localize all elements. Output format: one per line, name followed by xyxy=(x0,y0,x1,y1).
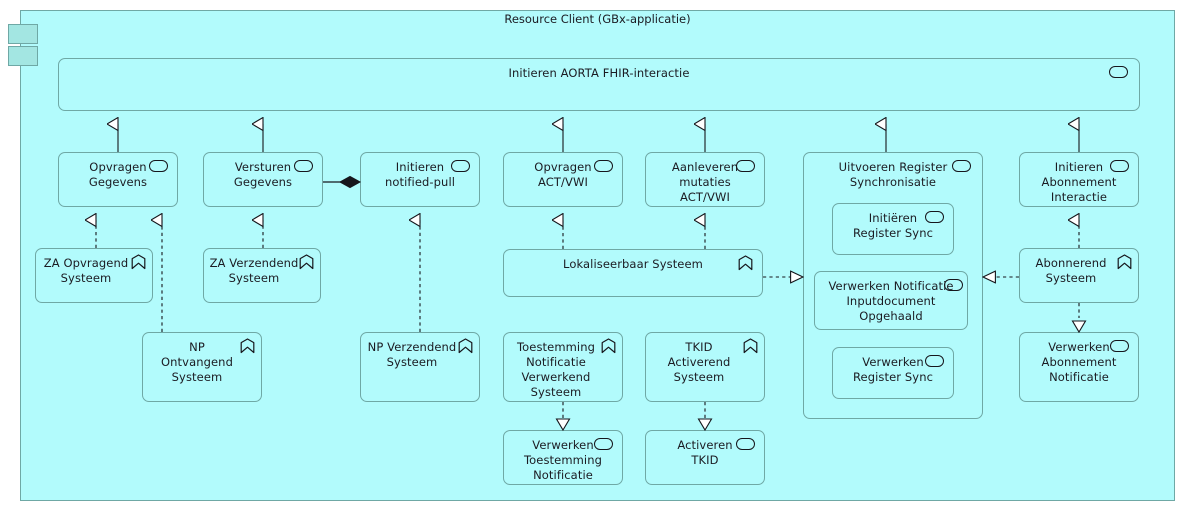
interface-np-ontvangend-systeem[interactable]: NP Ontvangend Systeem xyxy=(142,332,262,402)
service-icon xyxy=(925,355,944,367)
service-verwerken-notificatie-inputdocument-opgehaald[interactable]: Verwerken Notificatie Inputdocument Opge… xyxy=(814,271,968,330)
service-label: Activeren TKID xyxy=(677,438,733,467)
interface-label: Toestemming Notificatie Verwerkend Syste… xyxy=(516,340,596,399)
service-label: Verwerken Abonnement Notificatie xyxy=(1041,340,1117,384)
interface-np-verzendend-systeem[interactable]: NP Verzendend Systeem xyxy=(360,332,480,402)
service-label: Verwerken Register Sync xyxy=(852,355,934,384)
interface-icon xyxy=(299,254,314,270)
composition-versturen-gegevens-initieren-notified-pull xyxy=(323,175,362,189)
assignment-arrowheads-down xyxy=(555,320,1087,432)
service-opvragen-gegevens[interactable]: Opvragen Gegevens xyxy=(58,152,178,207)
interface-toestemming-notificatie-verwerkend-systeem[interactable]: Toestemming Notificatie Verwerkend Syste… xyxy=(503,332,623,402)
service-icon xyxy=(736,160,755,172)
service-aanleveren-mutaties-act-vwi[interactable]: Aanleveren mutaties ACT/VWI xyxy=(645,152,765,207)
service-icon xyxy=(1110,160,1129,172)
service-icon xyxy=(451,160,470,172)
service-label: Verwerken Toestemming Notificatie xyxy=(523,438,603,482)
generalization-group-to-aorta xyxy=(118,124,1080,152)
service-label: Opvragen ACT/VWI xyxy=(534,160,592,189)
service-label: Aanleveren mutaties ACT/VWI xyxy=(671,160,739,204)
component-tab-lower xyxy=(8,46,38,66)
interface-lokaliseerbaar-systeem[interactable]: Lokaliseerbaar Systeem xyxy=(503,249,763,297)
interface-label: Lokaliseerbaar Systeem xyxy=(563,257,703,271)
service-icon xyxy=(594,160,613,172)
interface-za-verzendend-systeem[interactable]: ZA Verzendend Systeem xyxy=(203,248,321,303)
service-icon xyxy=(1110,340,1129,352)
interface-icon xyxy=(458,338,473,354)
service-icon xyxy=(736,438,755,450)
interface-icon xyxy=(601,338,616,354)
service-icon xyxy=(944,279,963,291)
service-initieren-register-sync[interactable]: Initiëren Register Sync xyxy=(832,203,954,255)
service-verwerken-toestemming-notificatie[interactable]: Verwerken Toestemming Notificatie xyxy=(503,430,623,485)
service-icon xyxy=(1109,66,1128,78)
interface-icon xyxy=(131,254,146,270)
service-icon xyxy=(294,160,313,172)
component-tab-upper xyxy=(8,24,38,44)
service-activeren-tkid[interactable]: Activeren TKID xyxy=(645,430,765,485)
service-initieren-aorta-fhir-interactie[interactable]: Initieren AORTA FHIR-interactie xyxy=(58,58,1140,111)
interface-icon xyxy=(1117,254,1132,270)
interface-label: NP Verzendend Systeem xyxy=(367,340,457,369)
assignment-group-down xyxy=(562,303,1080,418)
service-label: Initieren Abonnement Interactie xyxy=(1041,160,1117,204)
service-initieren-notified-pull[interactable]: Initieren notified-pull xyxy=(360,152,480,207)
service-opvragen-act-vwi[interactable]: Opvragen ACT/VWI xyxy=(503,152,623,207)
realization-group-up xyxy=(96,220,1080,332)
service-initieren-abonnement-interactie[interactable]: Initieren Abonnement Interactie xyxy=(1019,152,1139,207)
interface-label: NP Ontvangend Systeem xyxy=(161,340,233,384)
service-label: Verwerken Notificatie Inputdocument Opge… xyxy=(828,279,954,323)
interface-tkid-activerend-systeem[interactable]: TKID Activerend Systeem xyxy=(645,332,765,402)
service-label: Versturen Gegevens xyxy=(233,160,293,189)
service-label: Initiëren Register Sync xyxy=(852,211,934,240)
service-icon xyxy=(594,438,613,450)
service-label: Initieren AORTA FHIR-interactie xyxy=(508,66,690,80)
interface-label: TKID Activerend Systeem xyxy=(667,340,731,384)
interface-label: Abonnerend Systeem xyxy=(1035,256,1107,285)
interface-label: ZA Verzendend Systeem xyxy=(209,256,299,285)
interface-icon xyxy=(743,338,758,354)
interface-icon xyxy=(240,338,255,354)
interface-za-opvragend-systeem[interactable]: ZA Opvragend Systeem xyxy=(35,248,153,303)
service-verwerken-register-sync[interactable]: Verwerken Register Sync xyxy=(832,347,954,399)
service-icon xyxy=(952,160,971,172)
service-label: Uitvoeren Register Synchronisatie xyxy=(838,160,948,189)
service-label: Initieren notified-pull xyxy=(384,160,456,189)
service-label: Opvragen Gegevens xyxy=(88,160,148,189)
interface-label: ZA Opvragend Systeem xyxy=(43,256,129,285)
service-verwerken-abonnement-notificatie[interactable]: Verwerken Abonnement Notificatie xyxy=(1019,332,1139,402)
service-versturen-gegevens[interactable]: Versturen Gegevens xyxy=(203,152,323,207)
interface-icon xyxy=(738,255,753,271)
page-title: Resource Client (GBx-applicatie) xyxy=(504,12,691,26)
service-icon xyxy=(925,211,944,223)
interface-abonnerend-systeem[interactable]: Abonnerend Systeem xyxy=(1019,248,1139,303)
service-icon xyxy=(149,160,168,172)
